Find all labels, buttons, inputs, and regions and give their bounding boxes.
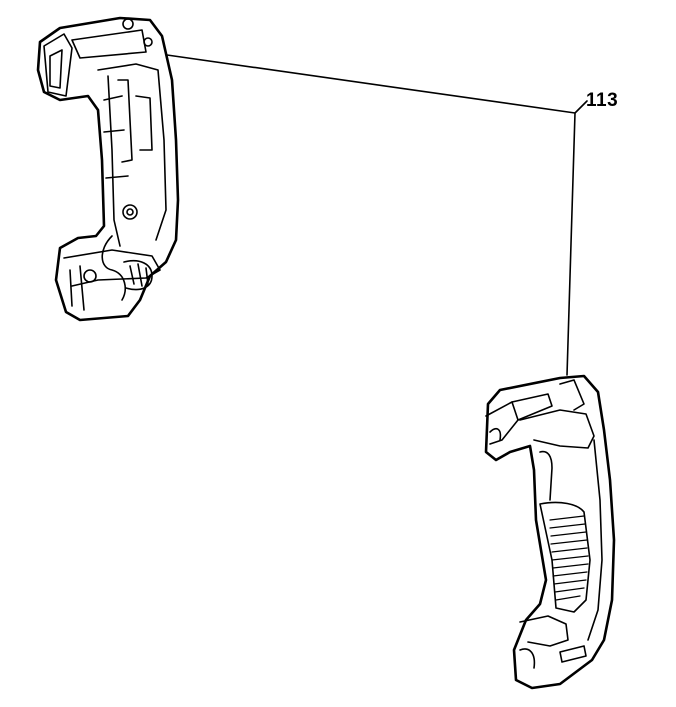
right-housing-nose	[485, 401, 519, 445]
left-housing-top-cap	[43, 33, 73, 97]
right-housing-head-contour	[519, 409, 595, 449]
right-housing-rear-bead	[587, 439, 603, 641]
right-housing-foot	[519, 615, 569, 647]
right-housing-half	[484, 374, 616, 690]
left-housing-base	[63, 249, 161, 287]
screw-boss-base	[83, 269, 97, 283]
left-housing-outline	[36, 16, 180, 322]
left-housing-half	[36, 16, 180, 322]
grip-ribs	[549, 515, 589, 601]
screw-boss-top-left	[122, 18, 134, 30]
leader-lines	[166, 54, 588, 376]
right-housing-outline	[484, 374, 616, 690]
leader-line-to-left-housing	[166, 54, 576, 114]
switch-wire	[101, 235, 126, 301]
part-number-callout-113: 113	[586, 90, 619, 111]
right-housing-grip-panel	[539, 501, 591, 613]
trigger-pivot-boss	[122, 204, 138, 220]
screw-boss-top-right	[143, 37, 153, 47]
vent-ring	[123, 260, 153, 291]
leader-line-to-right-housing	[566, 100, 588, 376]
trigger-opening	[539, 450, 553, 501]
left-housing-inner-wall	[97, 63, 167, 241]
